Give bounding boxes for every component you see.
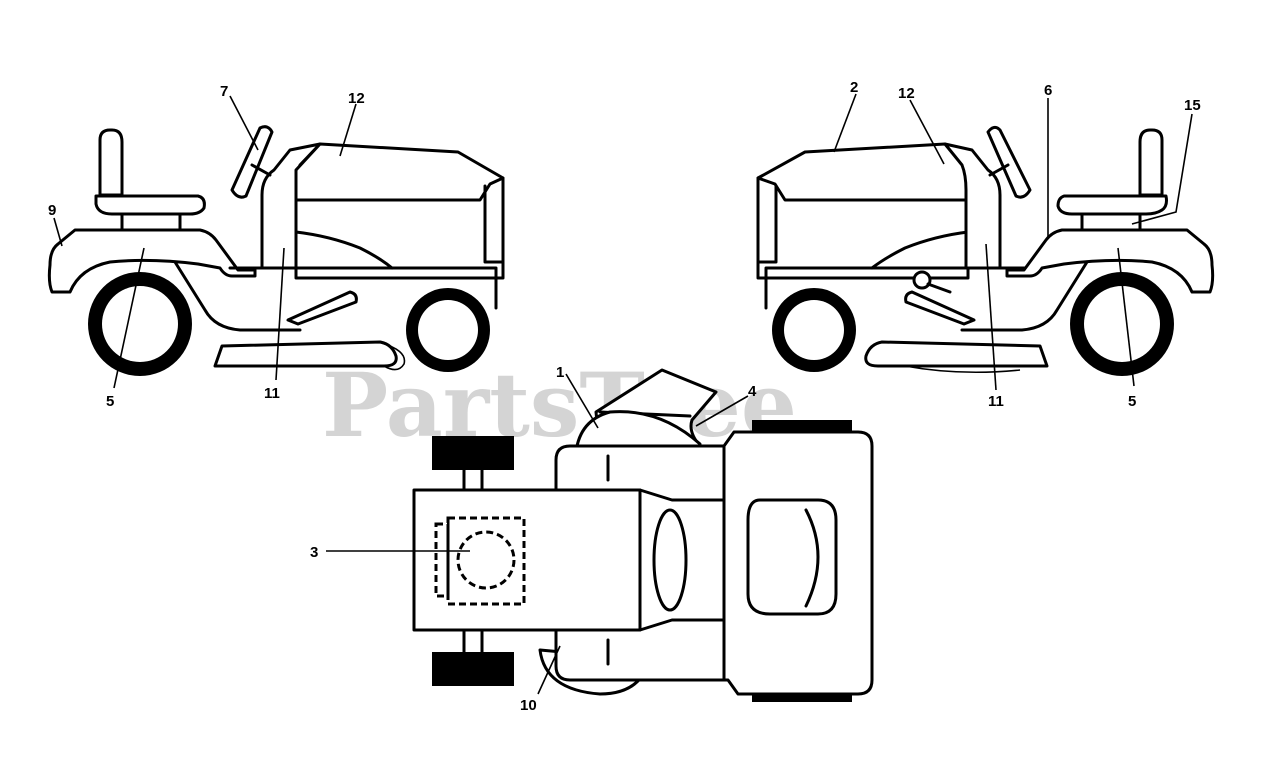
deck-chute-left	[377, 341, 406, 371]
watermark: PartsTree TM	[322, 348, 941, 457]
leader-11-left	[275, 247, 285, 381]
frame-left	[173, 260, 302, 332]
callout-10: 10	[520, 697, 537, 714]
hood-side-line-right	[870, 230, 970, 270]
steering-shaft-right	[988, 163, 1010, 177]
steering-wheel-left	[230, 125, 274, 199]
tractor-right-side-view	[756, 125, 1215, 376]
leader-15	[1131, 113, 1193, 225]
leader-1	[565, 373, 599, 429]
front-axle-top	[462, 468, 484, 654]
deck-chute-right	[904, 365, 1021, 374]
lift-lever-knob-right	[912, 270, 932, 290]
hood-right	[756, 142, 970, 280]
chassis-left	[228, 266, 498, 310]
lift-lever-right	[926, 282, 952, 294]
leader-10	[537, 645, 561, 695]
front-wheel-hub-left	[418, 300, 478, 360]
leader-4	[695, 395, 749, 427]
steering-wheel-right	[986, 125, 1032, 199]
callout-15: 15	[1184, 97, 1201, 114]
foot-pedal-left	[286, 290, 358, 326]
front-wheel-top-lower	[432, 652, 514, 686]
callout-6: 6	[1044, 82, 1052, 99]
leader-7	[229, 95, 259, 151]
foot-pedal-right	[904, 290, 976, 326]
leader-5-right	[1117, 247, 1135, 387]
steering-shaft-left	[250, 163, 272, 177]
tractor-top-view	[412, 368, 874, 702]
callout-12-left: 12	[348, 90, 365, 107]
decal-circle-top	[456, 530, 516, 590]
callout-7: 7	[220, 83, 228, 100]
callout-2: 2	[850, 79, 858, 96]
front-wheel-hub-right	[784, 300, 844, 360]
callout-5-left: 5	[106, 393, 114, 410]
front-wheel-top-upper	[432, 436, 514, 470]
seat-pedestal-right	[1080, 212, 1142, 232]
leader-12-left	[339, 103, 357, 157]
leader-5-left	[113, 247, 145, 389]
seat-cushion-right	[1056, 194, 1168, 216]
seat-pedestal-left	[120, 212, 182, 232]
callout-12-right: 12	[898, 85, 915, 102]
frame-right	[960, 260, 1089, 332]
decal-box-top	[446, 516, 526, 606]
hood-line-right	[756, 176, 970, 202]
seat-cushion-left	[94, 194, 206, 216]
dash-panel-right	[943, 142, 1002, 270]
hood-side-line-left	[294, 230, 394, 270]
mower-deck-right	[864, 340, 1049, 368]
rear-fender-left	[47, 228, 257, 294]
callout-3: 3	[310, 544, 318, 561]
rear-fender-right	[1005, 228, 1215, 294]
callouts: 7 12 9 5 11 2 12 6 15 5 11 1 4 3 10	[48, 79, 1201, 714]
steering-wheel-top	[652, 508, 688, 612]
leader-11-right	[985, 243, 997, 391]
callout-4: 4	[748, 383, 757, 400]
callout-1: 1	[556, 364, 564, 381]
seat-back-top	[804, 508, 820, 608]
grille-left	[483, 184, 505, 264]
rear-wheel-hub-right	[1084, 286, 1160, 362]
callout-5-right: 5	[1128, 393, 1136, 410]
callout-11-right: 11	[988, 393, 1004, 410]
tractor-left-side-view	[47, 125, 505, 376]
watermark-text: PartsTree	[322, 353, 797, 457]
rear-wheel-hub-left	[102, 286, 178, 362]
seat-top	[746, 498, 838, 616]
mower-deck-top-front	[574, 410, 702, 454]
leader-9	[53, 217, 63, 247]
hood-top	[412, 488, 642, 632]
callout-9: 9	[48, 202, 56, 219]
grille-right	[756, 184, 778, 264]
leader-lines	[53, 93, 1193, 695]
leader-2	[833, 93, 857, 153]
leader-12-right	[909, 99, 945, 165]
callout-11-left: 11	[264, 385, 280, 402]
dash-outline-top	[638, 488, 726, 632]
mower-deck-left	[213, 340, 398, 368]
hood-left	[294, 142, 505, 280]
seat-back-right	[1138, 128, 1164, 197]
seat-back-left	[98, 128, 124, 197]
